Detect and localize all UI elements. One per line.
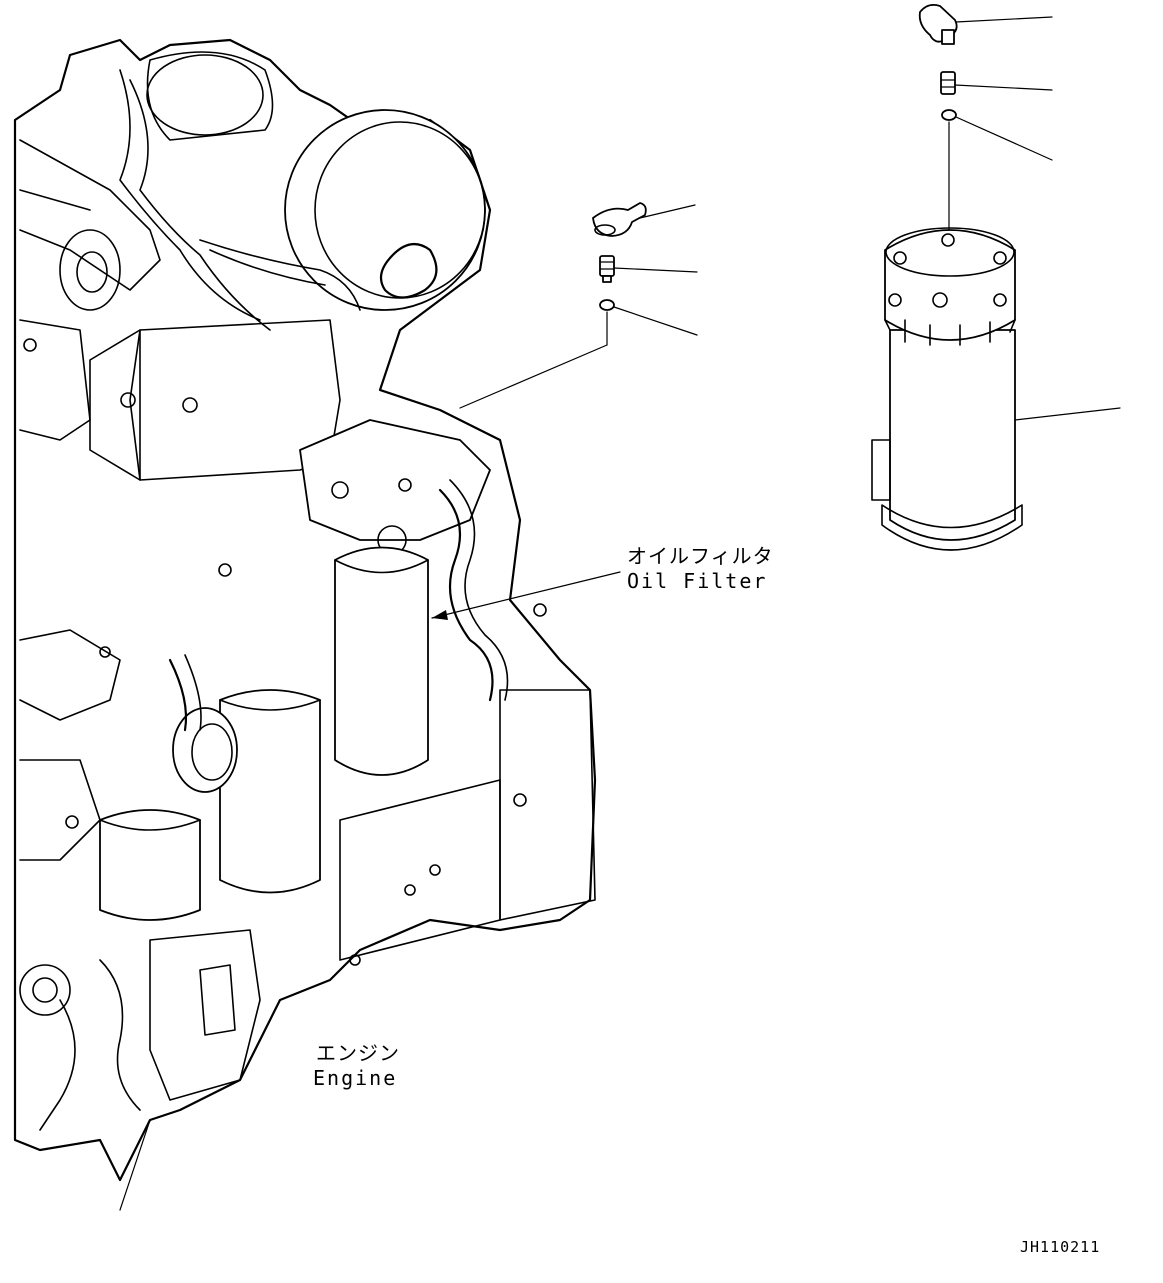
right-fitting (940, 71, 956, 95)
mid-fitting (599, 255, 615, 283)
oil-filter-label-en: Oil Filter (627, 569, 767, 593)
engine-label-jp: エンジン (316, 1041, 400, 1065)
engine-assembly (13, 38, 597, 1211)
oil-filter-callout: オイルフィルタ Oil Filter (431, 544, 774, 620)
drawing-id: JH110211 (1020, 1238, 1100, 1256)
right-cap-plug (918, 3, 958, 45)
engine-callout: エンジン Engine (313, 1041, 400, 1090)
filter-housing (871, 227, 1023, 551)
mid-o-ring (599, 299, 615, 311)
right-o-ring (941, 109, 957, 121)
engine-label-en: Engine (313, 1066, 397, 1090)
oil-filter-label-jp: オイルフィルタ (627, 544, 774, 568)
mid-cap-plug (592, 202, 647, 237)
